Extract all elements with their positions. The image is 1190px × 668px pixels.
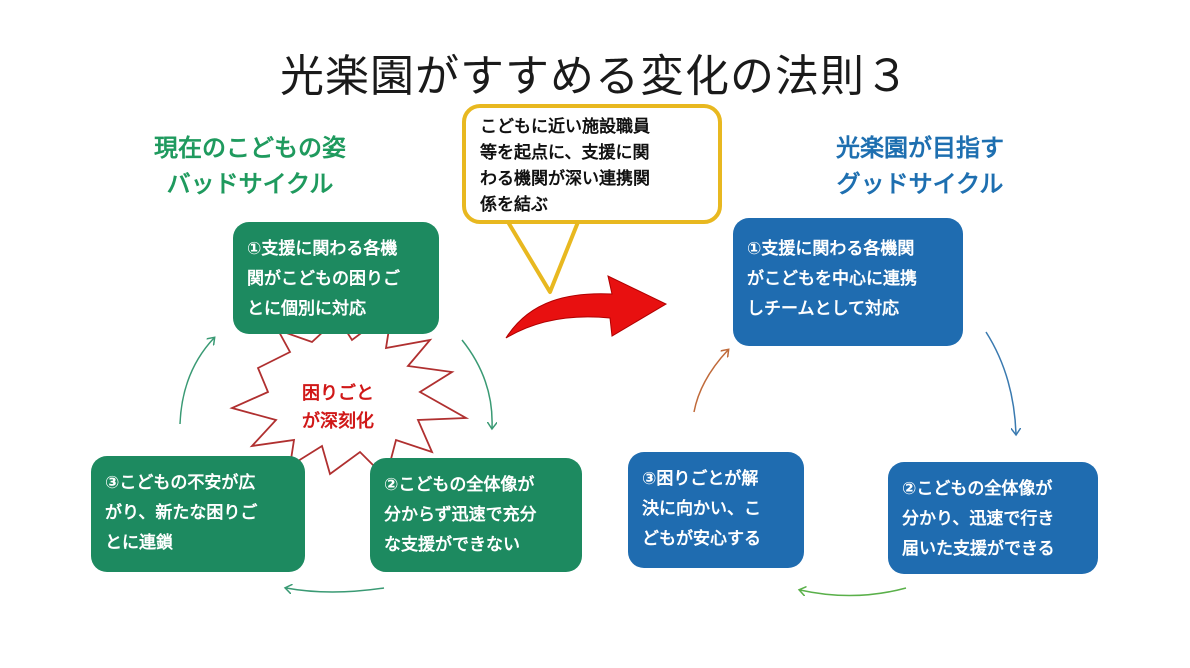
good-cycle-arrow-1-to-2	[985, 331, 1016, 434]
good-step-3-line-3: どもが安心する	[642, 529, 761, 549]
bad-cycle-arrow-3-to-1	[179, 338, 214, 425]
burst-line-1: 困りごと	[302, 383, 374, 404]
good-step-2-line-1: ②こどもの全体像が	[902, 479, 1053, 499]
bad-step-1-line-2: 関がこどもの困りご	[247, 269, 400, 289]
burst-line-2: が深刻化	[302, 411, 374, 432]
page-title: 光楽園がすすめる変化の法則３	[280, 51, 910, 102]
good-cycle-heading-line2: グッドサイクル	[836, 170, 1004, 198]
bad-step-3-line-1: ③こどもの不安が広	[105, 473, 256, 493]
good-step-3-line-1: ③困りごとが解	[642, 469, 759, 489]
good-step-1-line-3: しチームとして対応	[747, 299, 899, 319]
bad-step-2-line-1: ②こどもの全体像が	[384, 475, 535, 495]
callout-bubble: こどもに近い施設職員 等を起点に、支援に関 わる機関が深い連携関 係を結ぶ	[462, 104, 722, 224]
bad-cycle-arrow-1-to-2	[461, 339, 492, 428]
good-step-1-line-1: ①支援に関わる各機関	[747, 239, 915, 259]
callout-tail	[506, 220, 580, 294]
good-cycle-arrow-2-to-3	[800, 588, 907, 597]
bad-step-3-line-2: がり、新たな困りご	[105, 503, 258, 523]
good-cycle-step-1: ①支援に関わる各機関 がこどもを中心に連携 しチームとして対応	[733, 218, 963, 346]
big-red-arrow-icon	[505, 275, 668, 339]
bad-cycle-step-1: ①支援に関わる各機 関がこどもの困りご とに個別に対応	[233, 222, 439, 334]
explosion-burst-label: 困りごと が深刻化	[278, 380, 398, 436]
bad-cycle-heading-line1: 現在のこどもの姿	[154, 134, 346, 162]
good-step-2-line-3: 届いた支援ができる	[902, 539, 1055, 559]
good-cycle-step-2: ②こどもの全体像が 分かり、迅速で行き 届いた支援ができる	[888, 462, 1098, 574]
bad-step-3-line-3: とに連鎖	[105, 533, 173, 553]
bad-cycle-heading-line2: バッドサイクル	[166, 170, 334, 198]
bad-step-1-line-3: とに個別に対応	[247, 299, 366, 319]
bad-cycle-arrow-2-to-3	[286, 588, 385, 592]
good-cycle-step-3: ③困りごとが解 決に向かい、こ どもが安心する	[628, 452, 804, 568]
bad-step-1-line-1: ①支援に関わる各機	[247, 239, 398, 259]
callout-line-1: こどもに近い施設職員	[480, 117, 650, 137]
good-cycle-heading-line1: 光楽園が目指す	[836, 134, 1004, 162]
good-cycle-heading: 光楽園が目指す グッドサイクル	[790, 130, 1050, 202]
bad-cycle-heading: 現在のこどもの姿 バッドサイクル	[120, 130, 380, 202]
callout-line-2: 等を起点に、支援に関	[480, 143, 650, 163]
bad-step-2-line-2: 分からず迅速で充分	[384, 505, 537, 525]
callout-line-4: 係を結ぶ	[480, 195, 548, 215]
good-step-3-line-2: 決に向かい、こ	[642, 499, 761, 519]
callout-line-3: わる機関が深い連携関	[480, 169, 650, 189]
bad-step-2-line-3: な支援ができない	[384, 535, 520, 555]
good-step-1-line-2: がこどもを中心に連携	[747, 269, 917, 289]
good-step-2-line-2: 分かり、迅速で行き	[902, 509, 1055, 529]
good-cycle-arrow-3-to-1	[693, 350, 728, 413]
bad-cycle-step-2: ②こどもの全体像が 分からず迅速で充分 な支援ができない	[370, 458, 582, 572]
bad-cycle-step-3: ③こどもの不安が広 がり、新たな困りご とに連鎖	[91, 456, 305, 572]
